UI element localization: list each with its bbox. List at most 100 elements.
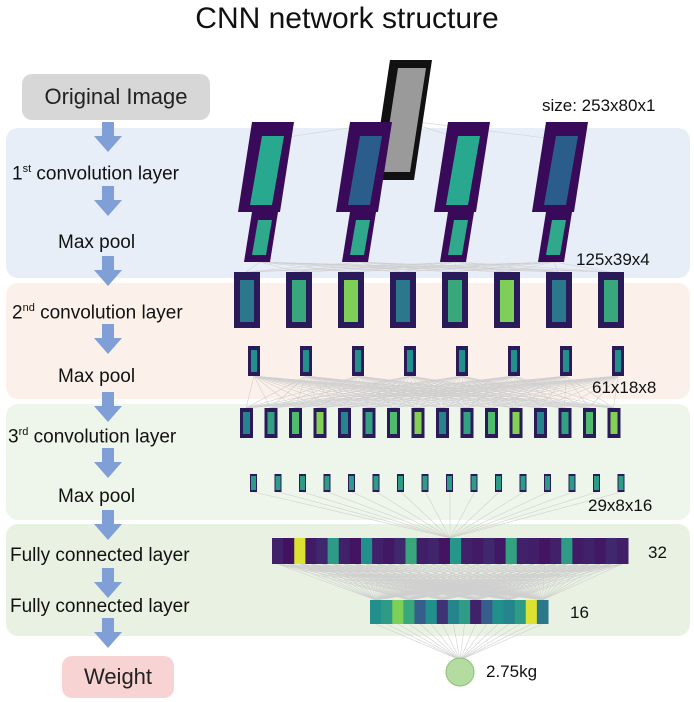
fc1-cell-12 <box>394 538 406 564</box>
conv3-map-body-15 <box>586 412 593 434</box>
fc2-label: Fully connected layer <box>10 596 190 617</box>
pool2-map-body-4 <box>407 350 413 372</box>
fc1-cell-6 <box>327 538 340 564</box>
conv2-map-body-2 <box>292 280 306 322</box>
fc2-cell-16 <box>536 600 549 624</box>
pool3-map-body-11 <box>496 476 501 490</box>
conv1-map-body-2 <box>348 136 382 205</box>
fc1-cell-28 <box>572 538 584 564</box>
fc1-cell-19 <box>472 538 484 564</box>
conv1-label: 1st convolution layer <box>12 163 180 185</box>
conv3-map-body-16 <box>610 412 618 434</box>
conv3-map-body-7 <box>390 412 397 434</box>
pool3-map-body-15 <box>594 476 599 490</box>
fc2-cell-6 <box>425 600 438 624</box>
conv3-map-body-11 <box>488 412 495 434</box>
pool3-map-body-7 <box>398 476 403 490</box>
fc2-cell-3 <box>392 600 404 624</box>
conv3-map-body-2 <box>267 412 275 434</box>
down-arrow-8 <box>94 568 122 598</box>
conv3-map-body-8 <box>414 412 422 434</box>
fc1-cell-1 <box>272 538 284 564</box>
fc1-cell-11 <box>383 538 395 564</box>
conv2-map-body-1 <box>240 280 254 322</box>
fc1-cell-17 <box>450 538 462 564</box>
conv2-map-body-5 <box>448 280 462 322</box>
fc2-cell-4 <box>403 600 415 624</box>
pool3-map-body-14 <box>569 476 575 490</box>
fc1-cell-26 <box>550 538 562 564</box>
fc2-cell-15 <box>525 600 538 624</box>
pool3-map-body-16 <box>618 476 624 490</box>
pool3-map-body-5 <box>349 476 354 490</box>
pool1-map-body-2 <box>350 220 370 255</box>
fc2-cell-13 <box>503 600 516 624</box>
conv2-map-body-6 <box>500 280 514 322</box>
conv2-map-body-3 <box>344 280 358 322</box>
fc2-cell-12 <box>492 600 504 624</box>
down-arrow-1 <box>94 122 122 152</box>
pool1-label: Max pool <box>58 232 136 253</box>
pool1-map-body-3 <box>448 220 468 255</box>
fc2-cell-14 <box>514 600 527 624</box>
fc1-cell-9 <box>361 538 373 564</box>
pool2-map-body-6 <box>511 350 517 372</box>
pool1-map-body-4 <box>546 220 566 255</box>
fc2-cell-1 <box>370 600 382 624</box>
conv3-map-body-14 <box>561 412 569 434</box>
weight-label: Weight <box>62 656 174 698</box>
output-value-label: 2.75kg <box>486 662 538 681</box>
pool3-map-body-13 <box>545 476 550 490</box>
conv2-map-body-4 <box>396 280 410 322</box>
fc1-cell-25 <box>539 538 551 564</box>
fc1-cell-10 <box>372 538 384 564</box>
fc1-cell-16 <box>438 538 451 564</box>
connection-lines <box>245 119 623 661</box>
fc1-cell-8 <box>349 538 362 564</box>
conv3-map-body-10 <box>463 412 471 434</box>
pool2-map-body-5 <box>459 350 465 372</box>
down-arrow-2 <box>94 186 122 216</box>
fc2-cell-8 <box>447 600 460 624</box>
conv3-map-body-12 <box>512 412 520 434</box>
fc1-cell-30 <box>594 538 607 564</box>
input-image-body <box>382 68 426 172</box>
conv3-map-body-3 <box>292 412 299 434</box>
fc1-cell-4 <box>305 538 317 564</box>
pool3-map-body-10 <box>471 476 477 490</box>
conv2-map-body-7 <box>552 280 566 322</box>
fc1-cell-31 <box>605 538 618 564</box>
fc1-cell-24 <box>527 538 540 564</box>
output-node <box>445 657 475 687</box>
down-arrow-3 <box>94 256 122 286</box>
conv3-map-body-4 <box>316 412 324 434</box>
fc1-label: Fully connected layer <box>10 545 190 566</box>
fc1-cell-3 <box>294 538 306 564</box>
fc1-cell-21 <box>494 538 507 564</box>
fc1-cell-5 <box>316 538 329 564</box>
conv1-map-body-3 <box>446 136 480 205</box>
pool3-map-body-3 <box>300 476 305 490</box>
fc1-cell-18 <box>461 538 473 564</box>
conv3-map-body-6 <box>365 412 373 434</box>
block2-size-label: 61x18x8 <box>592 378 657 397</box>
pool1-map-body-1 <box>252 220 272 255</box>
fc1-cell-20 <box>483 538 495 564</box>
pool3-map-body-9 <box>447 476 452 490</box>
pool3-map-body-8 <box>422 476 428 490</box>
conv3-map-body-1 <box>243 412 250 434</box>
input-size-label: size: 253x80x1 <box>542 96 656 115</box>
fc2-size-label: 16 <box>570 603 589 622</box>
conv3-map-body-9 <box>439 412 446 434</box>
down-arrow-7 <box>94 510 122 540</box>
down-arrow-9 <box>94 618 122 648</box>
fc2-cell-5 <box>414 600 427 624</box>
fc2-cell-7 <box>436 600 449 624</box>
fc1-cell-7 <box>338 538 351 564</box>
pool3-map-body-12 <box>520 476 526 490</box>
fc1-cell-15 <box>427 538 440 564</box>
pool3-map-body-2 <box>275 476 281 490</box>
pool2-map-body-3 <box>355 350 361 372</box>
